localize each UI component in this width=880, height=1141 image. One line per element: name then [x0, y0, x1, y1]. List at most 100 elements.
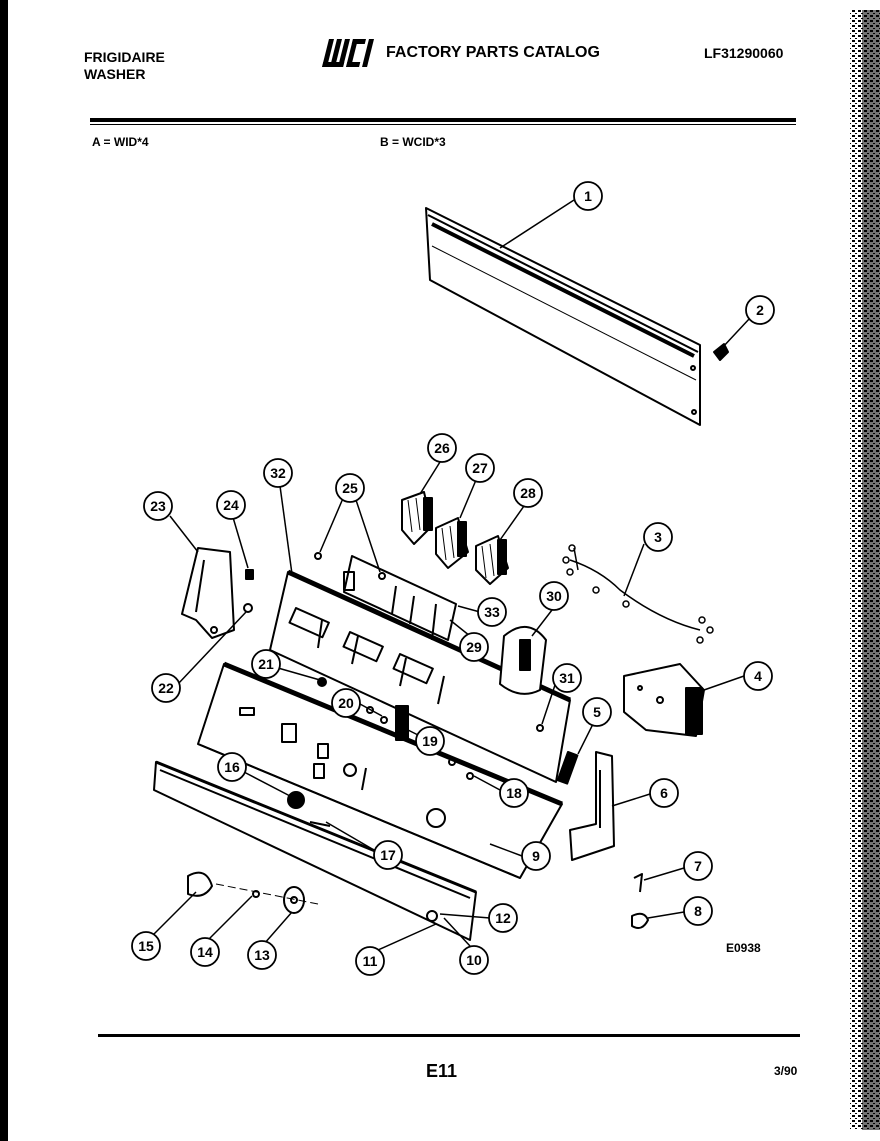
callout-group: 1 2 3 4 5 6 7 8 9 10 11 12 13 14 15 16 1… — [131, 181, 775, 976]
svg-text:13: 13 — [254, 947, 270, 963]
figure-code: E0938 — [726, 941, 761, 955]
svg-text:3: 3 — [654, 529, 662, 545]
svg-text:11: 11 — [363, 953, 378, 969]
callout-21: 21 — [251, 649, 281, 679]
callout-33: 33 — [477, 597, 507, 627]
callout-5: 5 — [582, 697, 612, 727]
svg-text:15: 15 — [138, 938, 154, 954]
svg-text:4: 4 — [754, 668, 762, 684]
callout-16: 16 — [217, 752, 247, 782]
svg-text:10: 10 — [466, 952, 482, 968]
callout-32: 32 — [263, 458, 293, 488]
callout-9: 9 — [521, 841, 551, 871]
brand-block: FRIGIDAIRE WASHER — [84, 49, 165, 83]
header-rule-thin — [90, 124, 796, 125]
svg-text:20: 20 — [338, 695, 354, 711]
brand-name: FRIGIDAIRE — [84, 49, 165, 65]
callout-22: 22 — [151, 673, 181, 703]
wci-logo — [320, 35, 382, 78]
svg-text:2: 2 — [756, 302, 764, 318]
callout-30: 30 — [539, 581, 569, 611]
svg-text:7: 7 — [694, 858, 702, 874]
callout-15: 15 — [131, 931, 161, 961]
callout-7: 7 — [683, 851, 713, 881]
leader-lines — [153, 199, 751, 951]
svg-text:6: 6 — [660, 785, 668, 801]
right-end-cap-part-6 — [569, 751, 615, 861]
page-number: E11 — [426, 1061, 458, 1081]
svg-text:22: 22 — [158, 680, 174, 696]
callout-17: 17 — [373, 840, 403, 870]
callout-11: 11 — [355, 946, 385, 976]
svg-text:31: 31 — [559, 670, 575, 686]
clip-part-8 — [631, 912, 649, 929]
svg-text:28: 28 — [520, 485, 536, 501]
footer-rule — [98, 1034, 800, 1037]
catalog-part-number: LF31290060 — [704, 45, 784, 61]
svg-text:5: 5 — [593, 704, 601, 720]
switch-box-part — [623, 663, 705, 737]
callout-18: 18 — [499, 778, 529, 808]
trim-strip-part — [153, 760, 477, 941]
callout-27: 27 — [465, 453, 495, 483]
callout-13: 13 — [247, 940, 277, 970]
timer-part-30 — [499, 626, 547, 695]
knob-part-13 — [283, 886, 305, 914]
svg-text:9: 9 — [532, 848, 540, 864]
svg-text:30: 30 — [546, 588, 562, 604]
callout-28: 28 — [513, 478, 543, 508]
callout-19: 19 — [415, 726, 445, 756]
svg-text:29: 29 — [466, 639, 482, 655]
washer-part-14 — [252, 890, 260, 898]
wire-harness-part — [562, 544, 714, 644]
svg-text:12: 12 — [495, 910, 511, 926]
callout-20: 20 — [331, 688, 361, 718]
svg-text:26: 26 — [434, 440, 450, 456]
svg-text:25: 25 — [342, 480, 358, 496]
svg-text:8: 8 — [694, 903, 702, 919]
screw-part-7 — [633, 873, 643, 893]
svg-text:33: 33 — [484, 604, 500, 620]
svg-text:14: 14 — [197, 944, 213, 960]
callout-23: 23 — [143, 491, 173, 521]
svg-text:1: 1 — [584, 188, 592, 204]
callout-3: 3 — [643, 522, 673, 552]
callout-10: 10 — [459, 945, 489, 975]
svg-text:27: 27 — [472, 460, 488, 476]
callout-25: 25 — [335, 473, 365, 503]
exploded-parts-diagram: 1 2 3 4 5 6 7 8 9 10 11 12 13 14 15 16 1… — [131, 181, 775, 976]
callout-2: 2 — [745, 295, 775, 325]
callout-4: 4 — [743, 661, 773, 691]
control-panel-back-part — [425, 207, 701, 426]
callout-31: 31 — [552, 663, 582, 693]
timer-bracket-part — [343, 555, 457, 641]
catalog-title: FACTORY PARTS CATALOG — [386, 44, 600, 61]
svg-text:16: 16 — [224, 759, 240, 775]
callout-14: 14 — [190, 937, 220, 967]
scan-edge-noise — [850, 10, 880, 1130]
svg-text:17: 17 — [380, 847, 396, 863]
bracket-part-5 — [556, 750, 579, 785]
screw-part — [713, 343, 729, 361]
svg-text:24: 24 — [223, 497, 239, 513]
console-panel-part — [197, 661, 563, 879]
screw-part-22 — [243, 603, 253, 613]
switch-part-27 — [435, 517, 469, 569]
model-b-label: B = WCID*3 — [380, 135, 446, 149]
callout-1: 1 — [573, 181, 603, 211]
switch-part-26 — [401, 491, 433, 545]
svg-text:32: 32 — [270, 465, 286, 481]
callout-12: 12 — [488, 903, 518, 933]
callout-8: 8 — [683, 896, 713, 926]
callout-24: 24 — [216, 490, 246, 520]
model-a-label: A = WID*4 — [92, 135, 149, 149]
knob-part-15 — [187, 871, 213, 897]
switch-part-28 — [475, 535, 509, 585]
catalog-page: FRIGIDAIRE WASHER FACTORY PARTS CATALOG … — [8, 0, 880, 1141]
callout-29: 29 — [459, 632, 489, 662]
revision-date: 3/90 — [774, 1064, 798, 1078]
clip-part-24 — [245, 569, 254, 580]
left-end-cap-part — [181, 547, 235, 639]
callout-26: 26 — [427, 433, 457, 463]
svg-text:21: 21 — [258, 656, 274, 672]
